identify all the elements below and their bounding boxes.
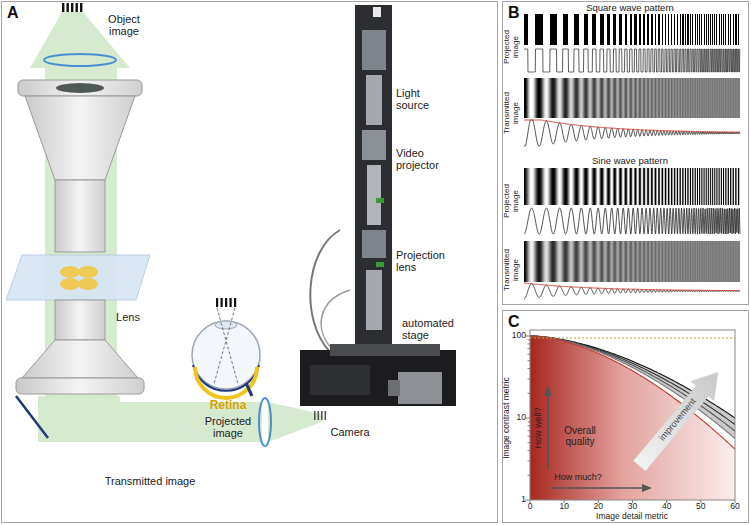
panel-frame: B <box>502 1 749 305</box>
part-label: automated stage <box>402 318 466 342</box>
quality-plot <box>525 330 735 503</box>
axis-tick: 50 <box>696 502 705 511</box>
axis-title: Image contrast metric <box>502 377 511 459</box>
part-label: Projection lens <box>396 250 458 274</box>
panel-frame: A <box>1 1 498 523</box>
callout-label: Retina <box>210 399 247 412</box>
callout-label: Camera <box>330 427 369 439</box>
part-label: Video projector <box>396 148 452 172</box>
callout-label: Object image <box>101 14 147 38</box>
panel-letter: B <box>508 5 520 21</box>
axis-tick: 100 <box>512 331 526 340</box>
axis-annotation: How much? <box>554 473 602 483</box>
row-label: Projected image <box>503 177 520 225</box>
panel-letter: C <box>508 314 520 330</box>
plot-annotation: Overall quality <box>557 426 603 448</box>
row-label: Projected image <box>503 23 520 71</box>
row-label: Transmitted image <box>503 86 520 140</box>
section-title: Square wave pattern <box>586 3 674 13</box>
axis-tick: 10 <box>559 502 568 511</box>
eye-sketch <box>192 298 260 398</box>
axis-tick: 10 <box>517 413 526 422</box>
callout-label: Lens <box>116 312 140 324</box>
axis-tick: 60 <box>730 502 739 511</box>
optical-path <box>6 3 326 446</box>
grating-patterns <box>524 14 740 299</box>
axis-tick: 0 <box>528 502 533 511</box>
axis-annotation: How well? <box>534 407 544 448</box>
callout-label: Projected image <box>199 416 257 440</box>
panel-letter: A <box>7 5 19 21</box>
axis-tick: 30 <box>628 502 637 511</box>
axis-tick: 40 <box>662 502 671 511</box>
section-title: Sine wave pattern <box>592 156 668 166</box>
row-label: Transmitted image <box>503 243 520 297</box>
part-label: Light source <box>396 88 442 112</box>
instrument-photo <box>300 5 456 406</box>
callout-label: Transmitted image <box>105 476 196 488</box>
axis-tick: 20 <box>594 502 603 511</box>
axis-title: Image detail metric <box>596 512 668 521</box>
axis-tick: 1 <box>521 495 526 504</box>
